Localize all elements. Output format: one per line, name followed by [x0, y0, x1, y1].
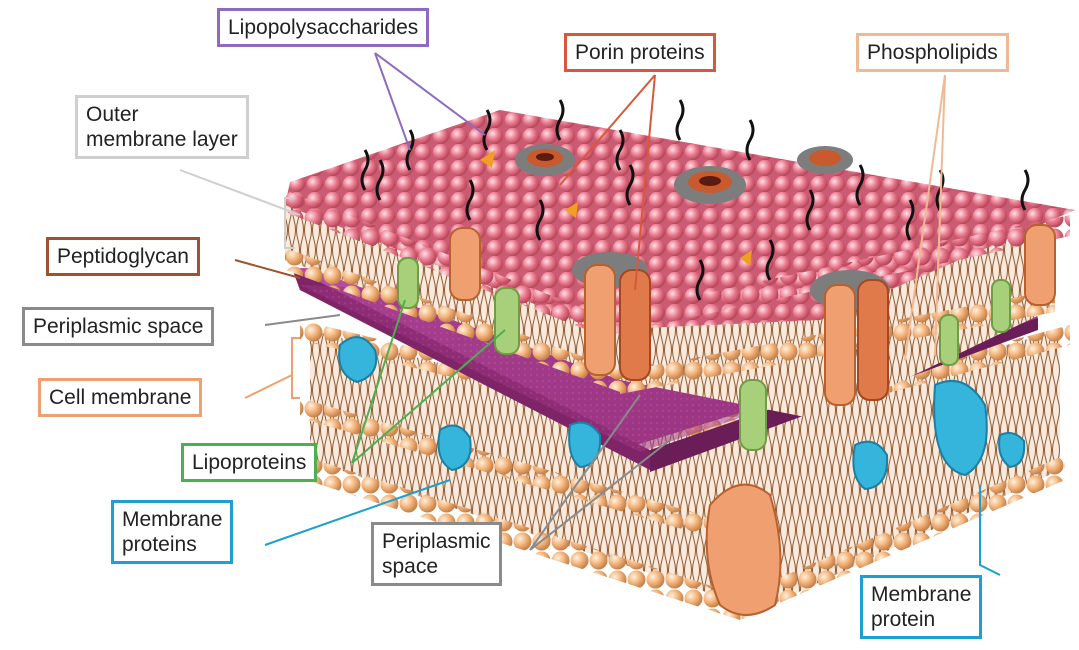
label-porin-proteins: Porin proteins	[564, 33, 716, 72]
label-membrane-protein: Membrane protein	[860, 575, 982, 639]
label-lipoproteins: Lipoproteins	[181, 443, 317, 482]
label-phospholipids: Phospholipids	[856, 33, 1009, 72]
label-periplasmic-space-bottom: Periplasmic space	[371, 522, 502, 586]
porin-ring-1	[515, 144, 575, 176]
outer-membrane-pointer	[180, 170, 300, 215]
lps-pointer-1	[375, 53, 410, 150]
cell-membrane-pointer	[245, 375, 292, 398]
inner-membrane-orange-protein	[707, 485, 781, 615]
label-lipopolysaccharides: Lipopolysaccharides	[217, 8, 429, 47]
label-cell-membrane: Cell membrane	[38, 378, 202, 417]
label-outer-membrane-layer: Outer membrane layer	[75, 95, 249, 159]
label-periplasmic-space-left: Periplasmic space	[22, 307, 214, 346]
porin-ring-2	[674, 166, 746, 204]
label-membrane-proteins: Membrane proteins	[111, 500, 233, 564]
lps-pointer-2	[375, 53, 485, 135]
porin-ring-3	[797, 146, 853, 174]
label-peptidoglycan: Peptidoglycan	[46, 237, 200, 276]
cell-membrane-bracket	[292, 338, 300, 398]
